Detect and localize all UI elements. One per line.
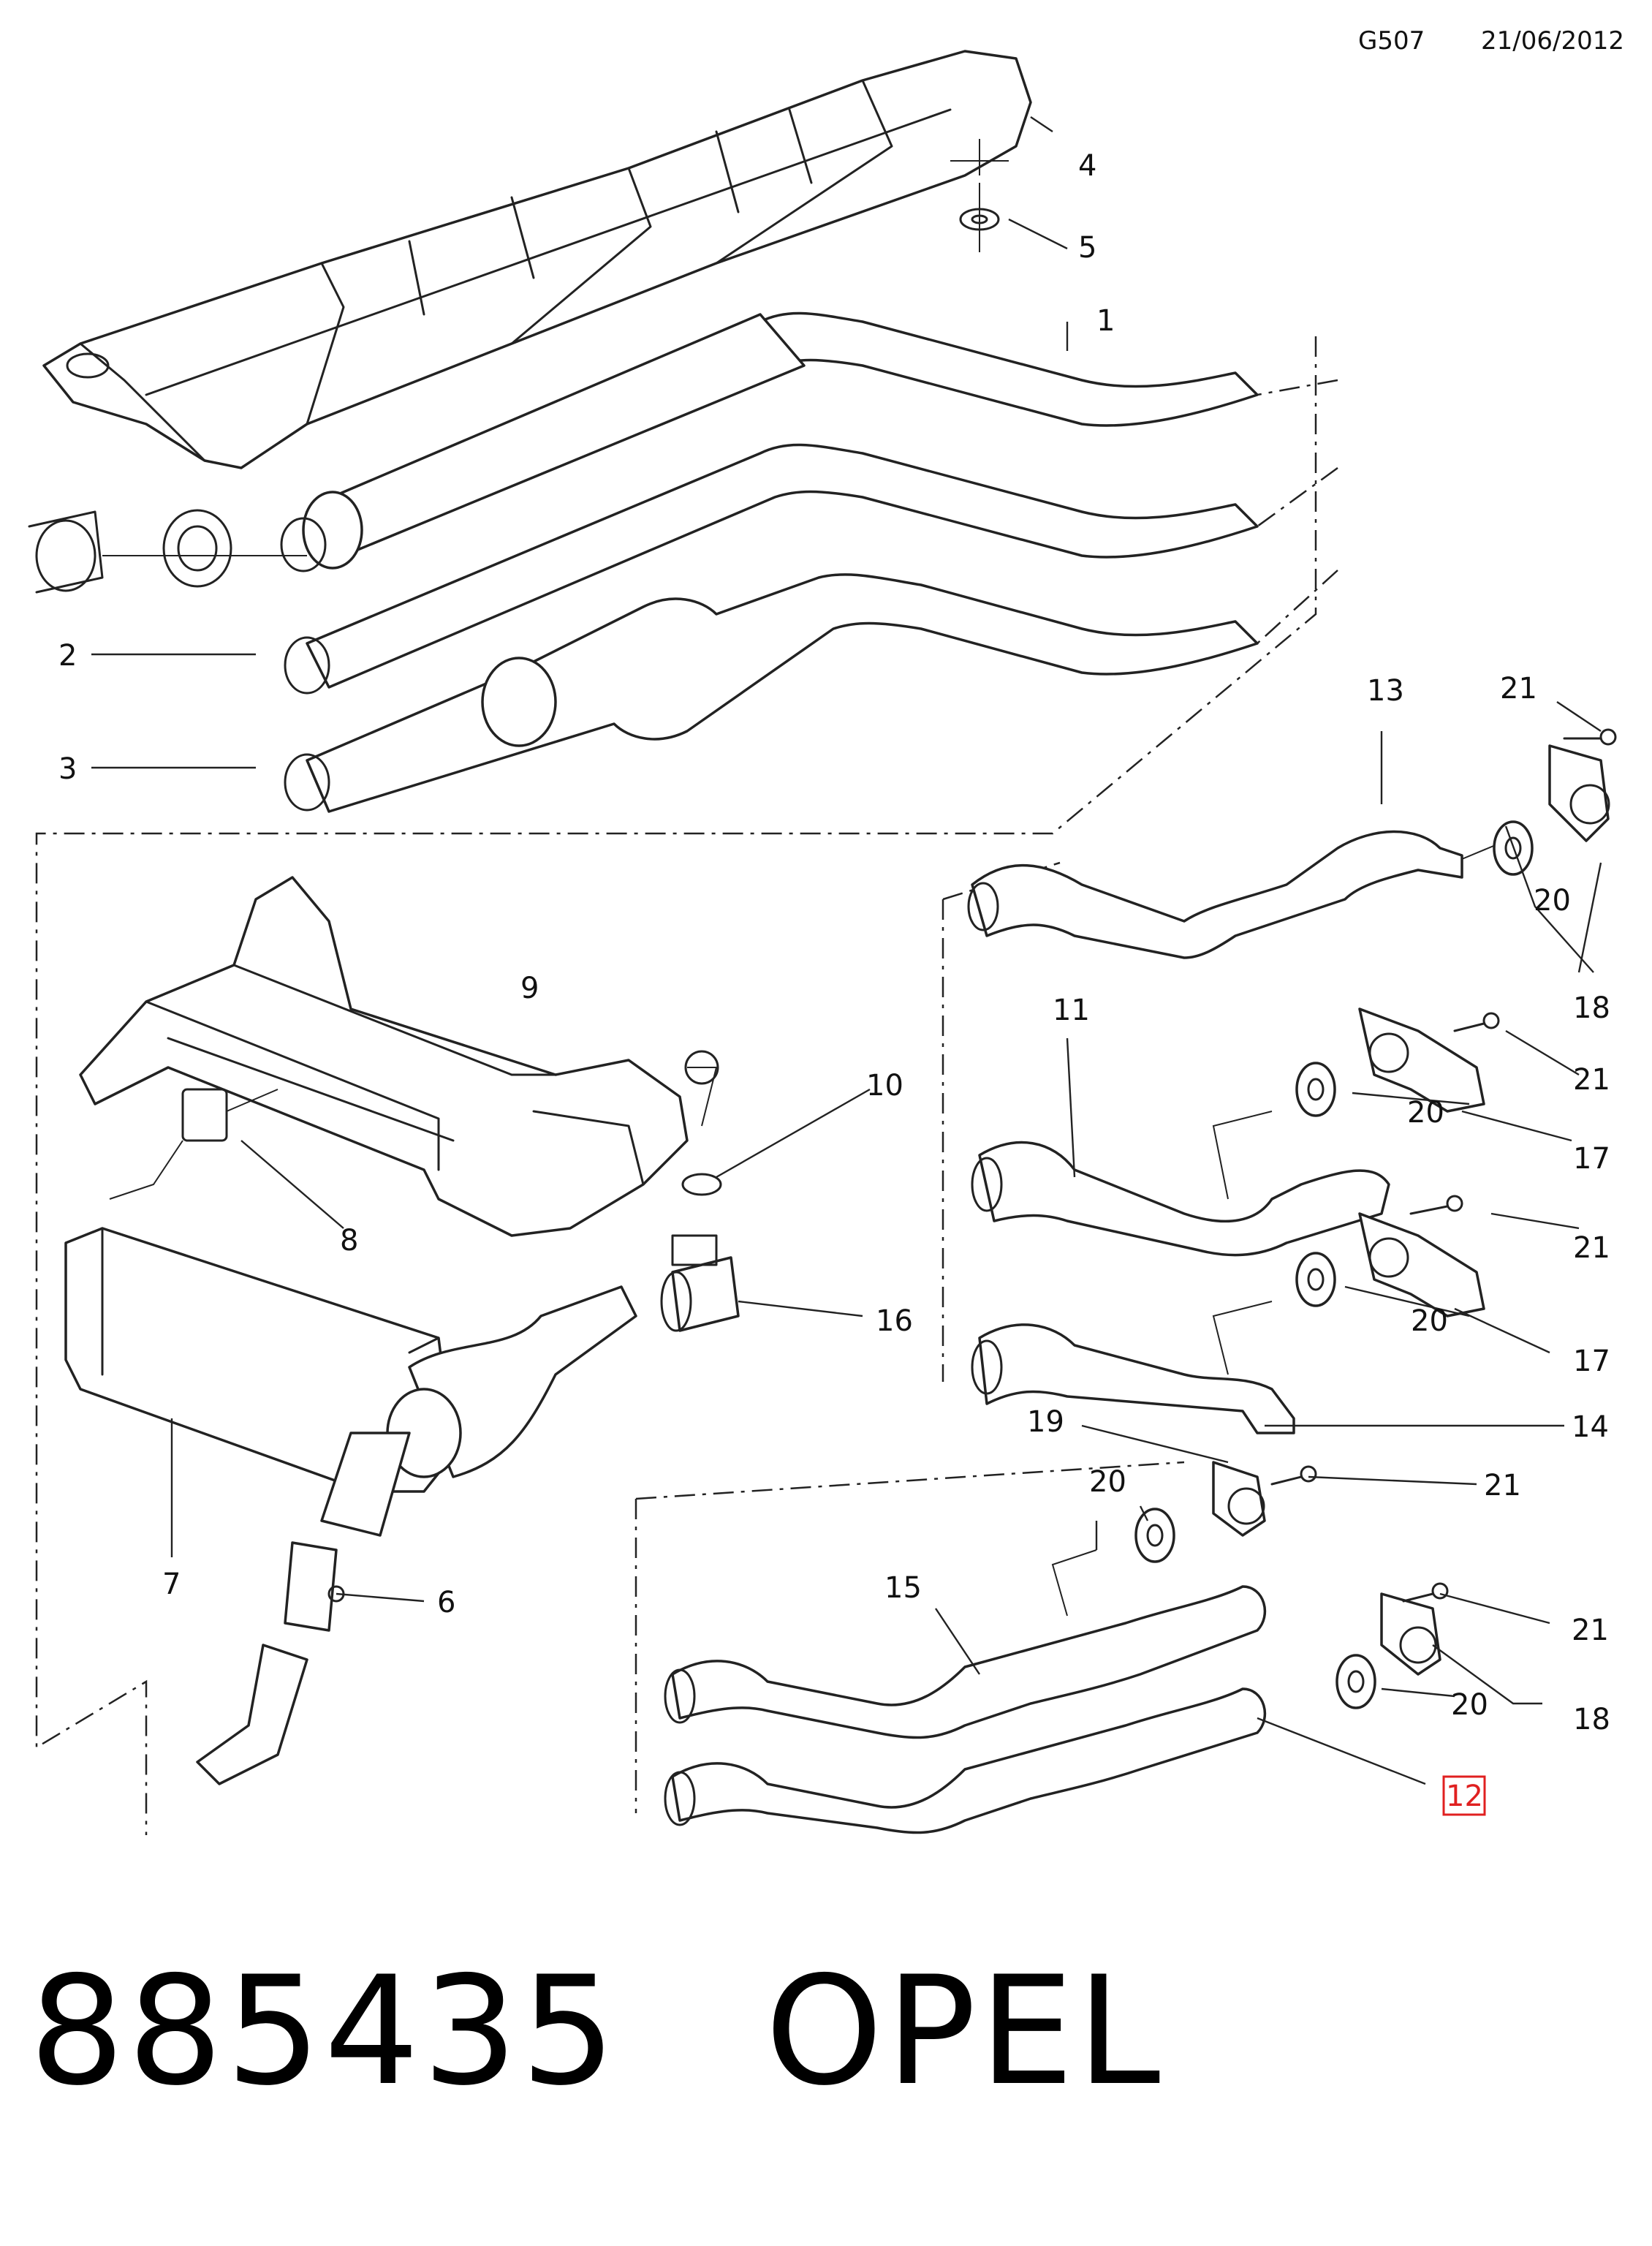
diagram-date: 21/06/2012 (1481, 26, 1624, 56)
callout-20: 20 (1089, 1465, 1126, 1499)
tail-pipe (196, 1541, 345, 1785)
bracket (1358, 1007, 1485, 1113)
washer (681, 1173, 722, 1196)
rear-muffler (64, 1227, 637, 1537)
heat-shield (42, 50, 1032, 469)
callout-5: 5 (1078, 231, 1096, 265)
front-pipe-variant-1 (280, 311, 1259, 572)
callout-1: 1 (1096, 304, 1115, 338)
callout-8: 8 (340, 1224, 358, 1258)
callout-20: 20 (1534, 884, 1571, 918)
rubber-grommet (1335, 1654, 1376, 1709)
leader-lines (91, 116, 1602, 1785)
callout-18: 18 (1573, 1703, 1610, 1736)
callout-17: 17 (1573, 1345, 1610, 1378)
callout-18: 18 (1573, 991, 1610, 1025)
callout-15: 15 (884, 1571, 922, 1605)
tail-pipe-11 (971, 1111, 1390, 1257)
bracket (1212, 1461, 1266, 1537)
rear-subframe (79, 876, 719, 1237)
flange-gasket (28, 509, 307, 594)
callout-12: 12 (1446, 1780, 1483, 1813)
rubber-grommet (1134, 1508, 1175, 1563)
frame-upper (35, 336, 1317, 1835)
callout-10: 10 (866, 1069, 903, 1103)
diagram-code: G507 (1358, 26, 1425, 56)
tail-pipe-14 (971, 1301, 1295, 1434)
link-line (1257, 379, 1338, 644)
pipe-clamp (660, 1234, 740, 1332)
front-pipe-variant-2 (284, 443, 1259, 695)
callout-21: 21 (1573, 1231, 1610, 1265)
rubber-grommet (1295, 1062, 1336, 1117)
bracket (1548, 744, 1610, 842)
callout-13: 13 (1367, 674, 1404, 708)
bolt (1453, 1012, 1500, 1032)
frame-right (941, 861, 1061, 1382)
callout-19: 19 (1027, 1405, 1064, 1439)
callout-21: 21 (1572, 1614, 1609, 1647)
caption: 885435 OPEL (29, 1945, 1163, 2119)
callout-2: 2 (58, 639, 77, 673)
callout-12-highlight (1442, 1775, 1486, 1816)
callout-21: 21 (1573, 1063, 1610, 1097)
bolt (1563, 728, 1617, 746)
rubber-hanger (109, 1088, 279, 1200)
frame-lower (634, 1461, 1185, 1813)
bolt (1270, 1465, 1317, 1486)
callout-20: 20 (1407, 1096, 1444, 1130)
callout-4: 4 (1078, 149, 1096, 183)
callout-21: 21 (1500, 672, 1537, 706)
callout-labels: 1 2 3 4 5 6 7 8 9 10 11 12 13 14 15 16 1… (58, 149, 1610, 1816)
callout-3: 3 (58, 752, 77, 786)
bracket (1358, 1212, 1485, 1317)
callout-7: 7 (162, 1568, 181, 1601)
callout-9: 9 (520, 972, 539, 1005)
bolt (1402, 1582, 1449, 1603)
callout-20: 20 (1451, 1688, 1488, 1722)
rubber-grommet (1295, 1252, 1336, 1307)
callout-20: 20 (1411, 1304, 1448, 1338)
tail-pipe-12 (664, 1687, 1266, 1834)
callout-16: 16 (876, 1304, 913, 1338)
bolt (1409, 1195, 1463, 1215)
intermediate-pipe-13 (967, 830, 1507, 959)
callout-14: 14 (1572, 1410, 1609, 1444)
callout-21: 21 (1484, 1469, 1521, 1502)
callout-6: 6 (437, 1586, 455, 1619)
tail-pipe-15 (664, 1549, 1266, 1739)
brand: OPEL (765, 1945, 1164, 2119)
callout-17: 17 (1573, 1142, 1610, 1176)
bracket (1380, 1592, 1441, 1676)
callout-11: 11 (1053, 994, 1090, 1027)
part-number: 885435 (29, 1945, 619, 2119)
washer (959, 183, 1000, 252)
